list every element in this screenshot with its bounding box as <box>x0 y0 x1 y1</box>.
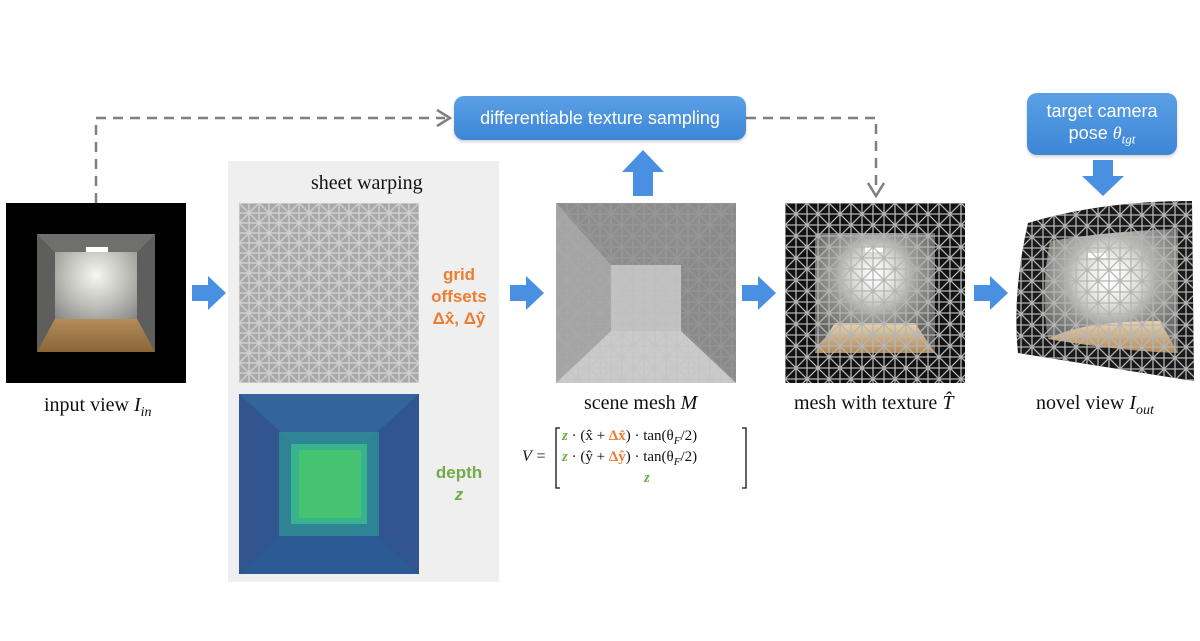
grid-offsets-image <box>239 203 419 383</box>
input-view-image <box>6 203 186 383</box>
depth-map-image <box>239 394 419 574</box>
formula-lhs: V = <box>522 448 547 465</box>
arrow-right-icon <box>974 276 1008 310</box>
formula-row2: z · (ŷ + Δŷ) · tan(θF/2) <box>562 449 698 468</box>
arrow-up-icon <box>622 150 664 196</box>
depth-label: depth z <box>435 463 483 505</box>
sheet-warping-title: sheet warping <box>311 172 423 194</box>
arrow-right-icon <box>510 276 544 310</box>
caption-input-view: input view Iin <box>44 394 152 420</box>
mesh-with-texture-image <box>785 203 965 383</box>
target-camera-line2: pose θtgt <box>1068 123 1136 147</box>
arrow-right-icon <box>192 276 226 310</box>
formula-row3: z <box>644 470 650 486</box>
arrow-down-icon <box>1082 160 1124 196</box>
formula-brackets <box>555 427 747 489</box>
novel-view-image <box>1016 201 1195 381</box>
formula-row1: z · (x̂ + Δx̂) · tan(θF/2) <box>562 428 698 447</box>
scene-mesh-image <box>556 203 736 383</box>
caption-mesh-texture: mesh with texture T̂ <box>794 392 954 414</box>
grid-offsets-label: grid offsets Δx̂, Δŷ <box>431 265 487 329</box>
formula: V = z · (x̂ + Δx̂) · tan(θF/2) z · (ŷ + … <box>522 426 752 490</box>
target-camera-line1: target camera <box>1046 100 1158 121</box>
texture-sampling-label: differentiable texture sampling <box>480 107 720 128</box>
arrow-right-icon <box>742 276 776 310</box>
target-camera-box: target camera pose θtgt <box>1027 93 1177 155</box>
caption-novel-view: novel view Iout <box>1036 392 1154 418</box>
caption-scene-mesh: scene mesh M <box>584 392 698 414</box>
texture-sampling-box: differentiable texture sampling <box>454 96 746 140</box>
